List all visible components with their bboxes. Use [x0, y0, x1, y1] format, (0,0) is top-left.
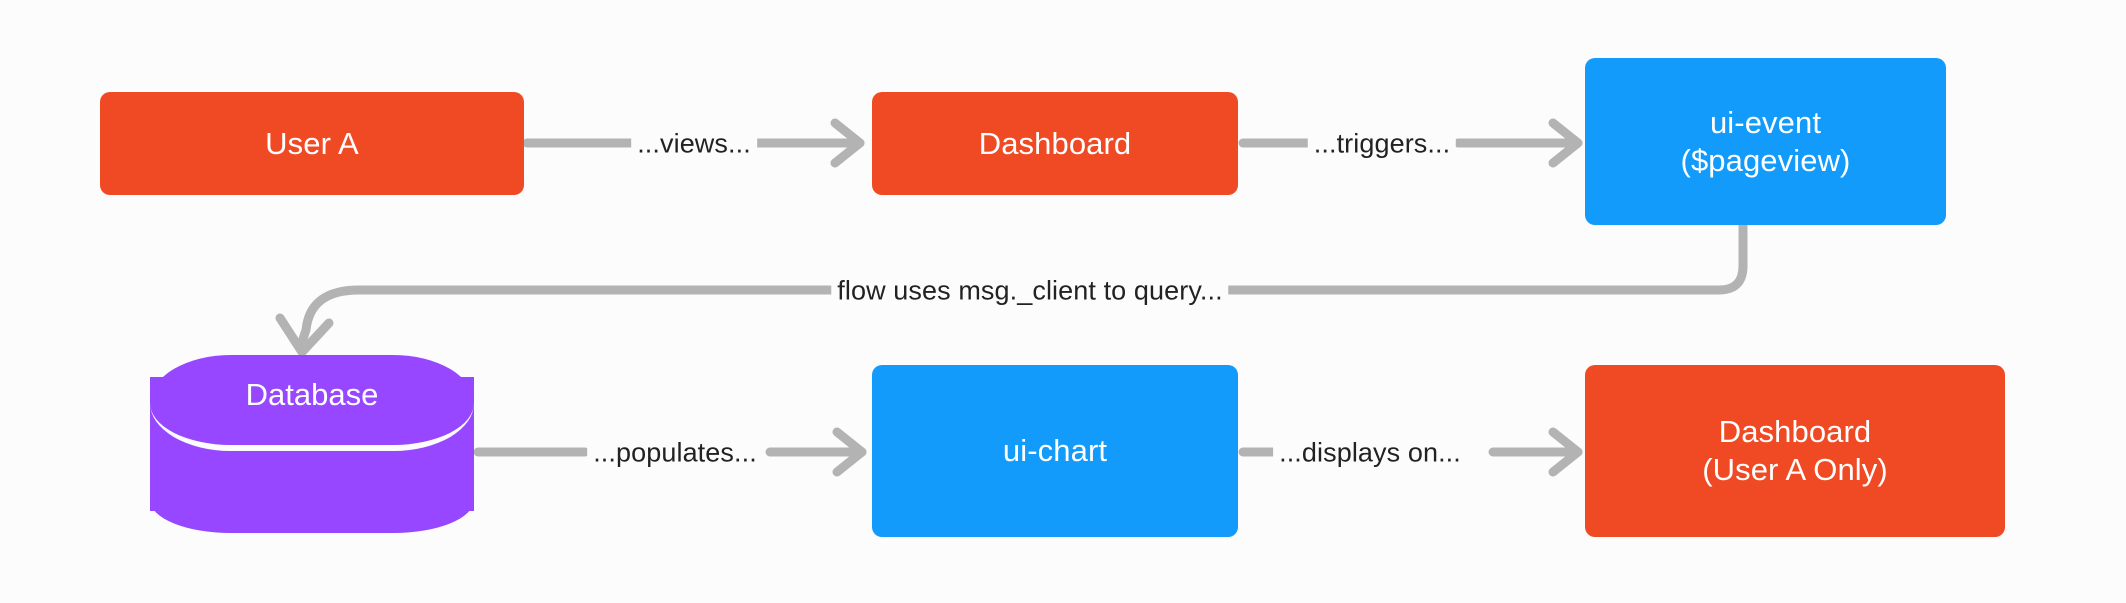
node-dashboard-top[interactable]: Dashboard	[872, 92, 1238, 195]
node-dashboard-bottom-sublabel: (User A Only)	[1702, 452, 1888, 487]
edge-label-query: flow uses msg._client to query...	[831, 275, 1229, 307]
database-cylinder-bottom	[150, 467, 474, 533]
edge-displays-arrowhead	[1548, 427, 1583, 477]
edge-query-line-left	[295, 285, 840, 353]
edge-label-displays: ...displays on...	[1273, 437, 1467, 469]
edge-label-populates: ...populates...	[587, 437, 763, 469]
edge-views-arrowhead	[830, 118, 865, 168]
node-ui-event-label: ui-event	[1709, 104, 1822, 140]
edge-query-arrowhead	[275, 313, 334, 357]
node-database[interactable]: Database	[150, 355, 474, 533]
node-database-label: Database	[245, 377, 379, 412]
edge-query-line-right	[1220, 220, 1748, 295]
node-dashboard-bottom[interactable]: Dashboard (User A Only)	[1585, 365, 2005, 537]
edge-populates-arrowhead	[832, 427, 867, 477]
node-ui-chart[interactable]: ui-chart	[872, 365, 1238, 537]
node-ui-event[interactable]: ui-event ($pageview)	[1585, 58, 1946, 225]
node-ui-chart-label: ui-chart	[1002, 433, 1108, 469]
node-dashboard-top-label: Dashboard	[978, 125, 1132, 161]
node-user-a[interactable]: User A	[100, 92, 524, 195]
node-dashboard-bottom-label: Dashboard	[1718, 414, 1872, 450]
node-user-a-label: User A	[265, 125, 359, 161]
edge-label-triggers: ...triggers...	[1307, 128, 1457, 160]
database-cylinder-top	[150, 355, 474, 451]
edge-label-views: ...views...	[631, 128, 757, 160]
node-ui-event-sublabel: ($pageview)	[1680, 142, 1851, 178]
edge-triggers-arrowhead	[1548, 118, 1583, 168]
